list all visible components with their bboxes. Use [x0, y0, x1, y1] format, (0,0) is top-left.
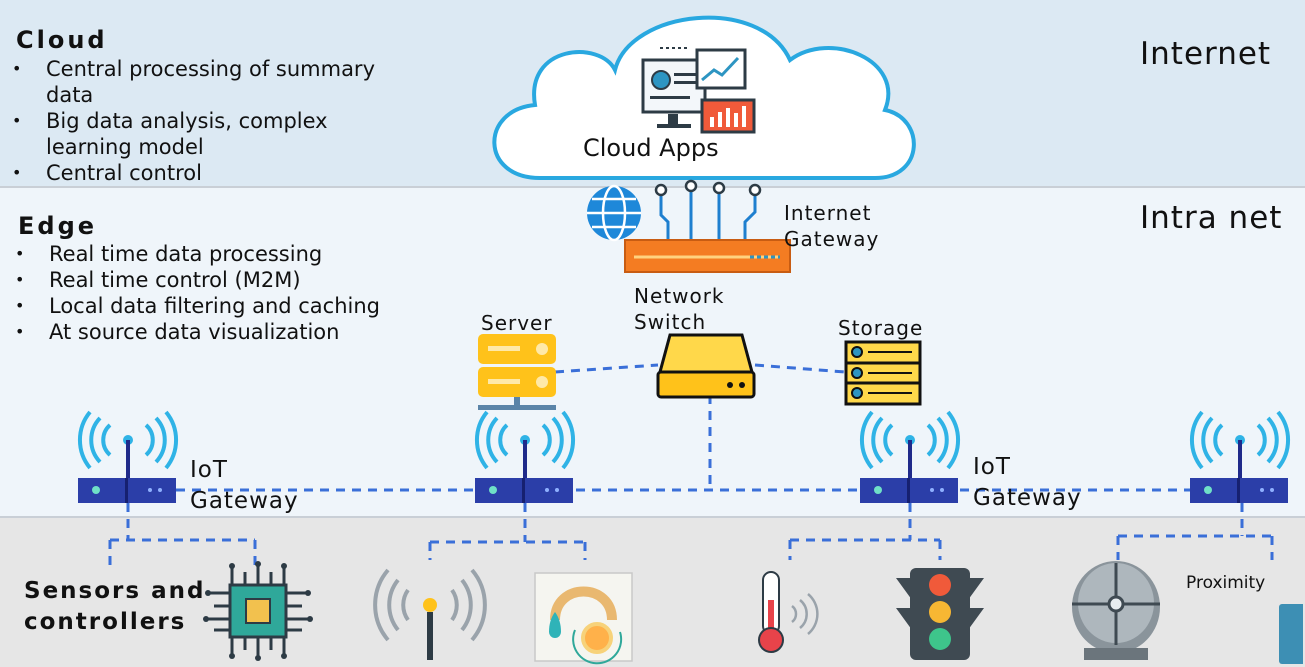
- cloud-bullet-list: Central processing of summary data Big d…: [12, 56, 412, 186]
- cloud-apps-icon: [641, 47, 756, 134]
- storage-icon: [844, 340, 922, 406]
- sensor-link-right: [1116, 503, 1274, 560]
- switch-to-storage-link: [754, 363, 846, 374]
- iot-gateway-label-right: IoT Gateway: [973, 454, 1082, 511]
- server-label: Server: [481, 311, 553, 335]
- layer-divider: [0, 516, 1305, 518]
- proximity-label: Proximity: [1186, 573, 1266, 593]
- internet-gateway-icon: [624, 179, 791, 273]
- edge-bullet: Real time control (M2M): [15, 267, 435, 293]
- network-switch-icon: [656, 333, 756, 399]
- cloud-layer-title: Cloud: [16, 26, 108, 54]
- internet-zone-label: Internet: [1140, 36, 1272, 72]
- cloud-bullet: Central processing of summary data: [12, 56, 412, 108]
- edge-bullet-text: Real time control (M2M): [49, 268, 301, 292]
- iot-gateway-icon: [860, 410, 960, 503]
- cloud-apps-label: Cloud Apps: [583, 134, 719, 162]
- network-links: [108, 363, 1274, 565]
- edge-bullet: At source data visualization: [15, 319, 435, 345]
- traffic-light-icon: [896, 568, 984, 660]
- edge-bullet-list: Real time data processing Real time cont…: [15, 241, 435, 345]
- server-icon: [478, 334, 556, 410]
- server-to-switch-link: [554, 363, 659, 374]
- iot-gateway-icon: [1190, 410, 1290, 503]
- network-switch-label: Network Switch: [634, 284, 725, 334]
- antenna-sensor-icon: [373, 568, 487, 660]
- cloud-bullet-text: Big data analysis, complex learning mode…: [46, 109, 328, 159]
- edge-bullet-text: Local data filtering and caching: [49, 294, 381, 318]
- edge-bullet-text: Real time data processing: [49, 242, 323, 266]
- storage-label: Storage: [838, 316, 924, 340]
- cloud-bullet-text: Central control: [46, 161, 202, 185]
- layer-divider: [0, 186, 1305, 188]
- globe-icon: [587, 184, 641, 242]
- edge-bullet: Real time data processing: [15, 241, 435, 267]
- proximity-sensor-icon: [1072, 561, 1160, 660]
- moisture-sensor-icon: [534, 572, 633, 665]
- cloud-bullet: Central control: [12, 160, 412, 186]
- sensor-link-left: [108, 503, 257, 565]
- iot-gateway-label-left: IoT Gateway: [190, 457, 299, 514]
- sensors-layer-title: Sensors and controllers: [24, 578, 206, 635]
- corner-tab: [1279, 604, 1303, 664]
- microchip-icon: [203, 561, 313, 661]
- iot-gateway-icon: [475, 410, 575, 503]
- cloud-bullet: Big data analysis, complex learning mode…: [12, 108, 412, 160]
- sensor-link-center-left: [428, 503, 587, 560]
- cloud-bullet-text: Central processing of summary data: [46, 57, 375, 107]
- edge-layer-title: Edge: [18, 212, 98, 240]
- sensor-link-center-right: [788, 503, 942, 560]
- internet-gateway-label: Internet Gateway: [784, 201, 880, 251]
- iot-gateway-icon: [78, 410, 178, 503]
- edge-bullet-text: At source data visualization: [49, 320, 340, 344]
- thermometer-icon: [758, 571, 819, 653]
- intranet-zone-label: Intra net: [1140, 200, 1283, 236]
- edge-bullet: Local data filtering and caching: [15, 293, 435, 319]
